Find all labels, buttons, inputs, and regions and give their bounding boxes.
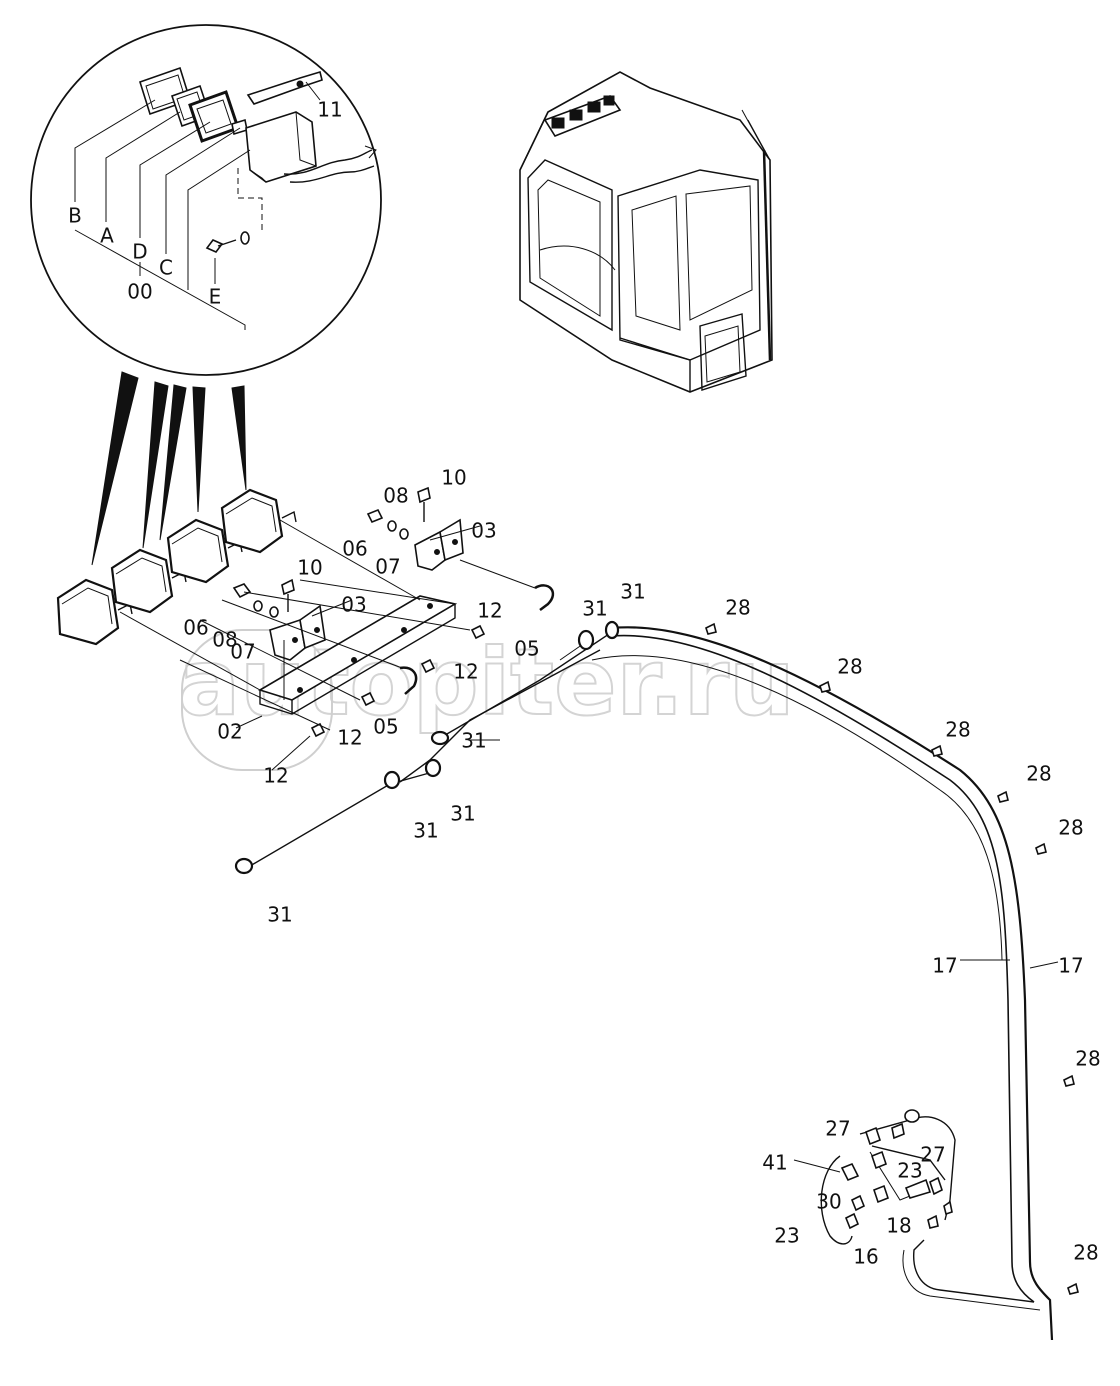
callout-label-08a: 08 [383, 484, 408, 508]
callout-label-12d: 12 [263, 764, 288, 788]
callout-label-23a: 23 [897, 1159, 922, 1183]
callout-label-28f: 28 [1075, 1047, 1100, 1071]
callout-label-18: 18 [886, 1214, 911, 1238]
callout-label-28d: 28 [1026, 762, 1051, 786]
callout-label-06a: 06 [342, 537, 367, 561]
watermark-text: autopiter.ru [178, 629, 795, 736]
callout-label-10b: 10 [297, 556, 322, 580]
label-leaders [235, 525, 1059, 1173]
callout-label-E: E [209, 285, 222, 309]
callout-label-17b: 17 [1058, 954, 1083, 978]
projection-wedges [91, 371, 247, 566]
callout-label-31a: 31 [582, 597, 607, 621]
callout-label-16: 16 [853, 1245, 878, 1269]
callout-label-03a: 03 [471, 519, 496, 543]
work-lamp-2 [110, 548, 187, 614]
callout-label-C: C [159, 256, 173, 280]
callout-label-28g: 28 [1073, 1241, 1098, 1265]
detail-inset [30, 24, 382, 376]
callout-label-08b: 08 [212, 628, 237, 652]
callout-label-07b: 07 [230, 640, 255, 664]
callout-label-12b: 12 [453, 660, 478, 684]
callout-label-03b: 03 [341, 593, 366, 617]
callout-label-00: 00 [127, 280, 152, 304]
callout-label-31f: 31 [267, 903, 292, 927]
callout-label-05a: 05 [514, 637, 539, 661]
callout-label-23b: 23 [774, 1224, 799, 1248]
callout-label-05b: 05 [373, 715, 398, 739]
lamp-cable [283, 145, 377, 183]
callout-label-07a: 07 [375, 555, 400, 579]
callout-label-B: B [68, 204, 82, 228]
work-lamp-1 [56, 578, 133, 646]
callout-label-11: 11 [317, 98, 342, 122]
bracket-11 [246, 70, 323, 105]
watermark-ring [181, 629, 333, 771]
callout-label-A: A [100, 224, 114, 248]
callout-label-28e: 28 [1058, 816, 1083, 840]
callout-label-17a: 17 [932, 954, 957, 978]
callout-label-27b: 27 [920, 1143, 945, 1167]
callout-label-12c: 12 [337, 726, 362, 750]
bolt-e [205, 231, 250, 253]
callout-label-10a: 10 [441, 466, 466, 490]
bracket-03-lower [269, 618, 306, 661]
callout-label-30: 30 [816, 1190, 841, 1214]
callout-label-28a: 28 [725, 596, 750, 620]
bracket-03-upper [414, 530, 446, 571]
callout-label-31b: 31 [620, 580, 645, 604]
callout-label-02: 02 [217, 720, 242, 744]
wire-harness [234, 620, 1079, 1341]
lamp-housing-c [231, 111, 317, 183]
detail-circle [30, 24, 382, 376]
callout-label-31d: 31 [450, 802, 475, 826]
callout-label-D: D [132, 240, 147, 264]
callout-label-41: 41 [762, 1151, 787, 1175]
callout-label-31c: 31 [461, 729, 486, 753]
callout-label-28b: 28 [837, 655, 862, 679]
callout-label-12a: 12 [477, 599, 502, 623]
callout-label-06b: 06 [183, 616, 208, 640]
cab-illustration [519, 71, 773, 393]
lamp-bar-assembly [56, 486, 555, 738]
callout-label-31e: 31 [413, 819, 438, 843]
callout-label-28c: 28 [945, 718, 970, 742]
work-lamp-4 [220, 488, 297, 554]
callout-label-27a: 27 [825, 1117, 850, 1141]
